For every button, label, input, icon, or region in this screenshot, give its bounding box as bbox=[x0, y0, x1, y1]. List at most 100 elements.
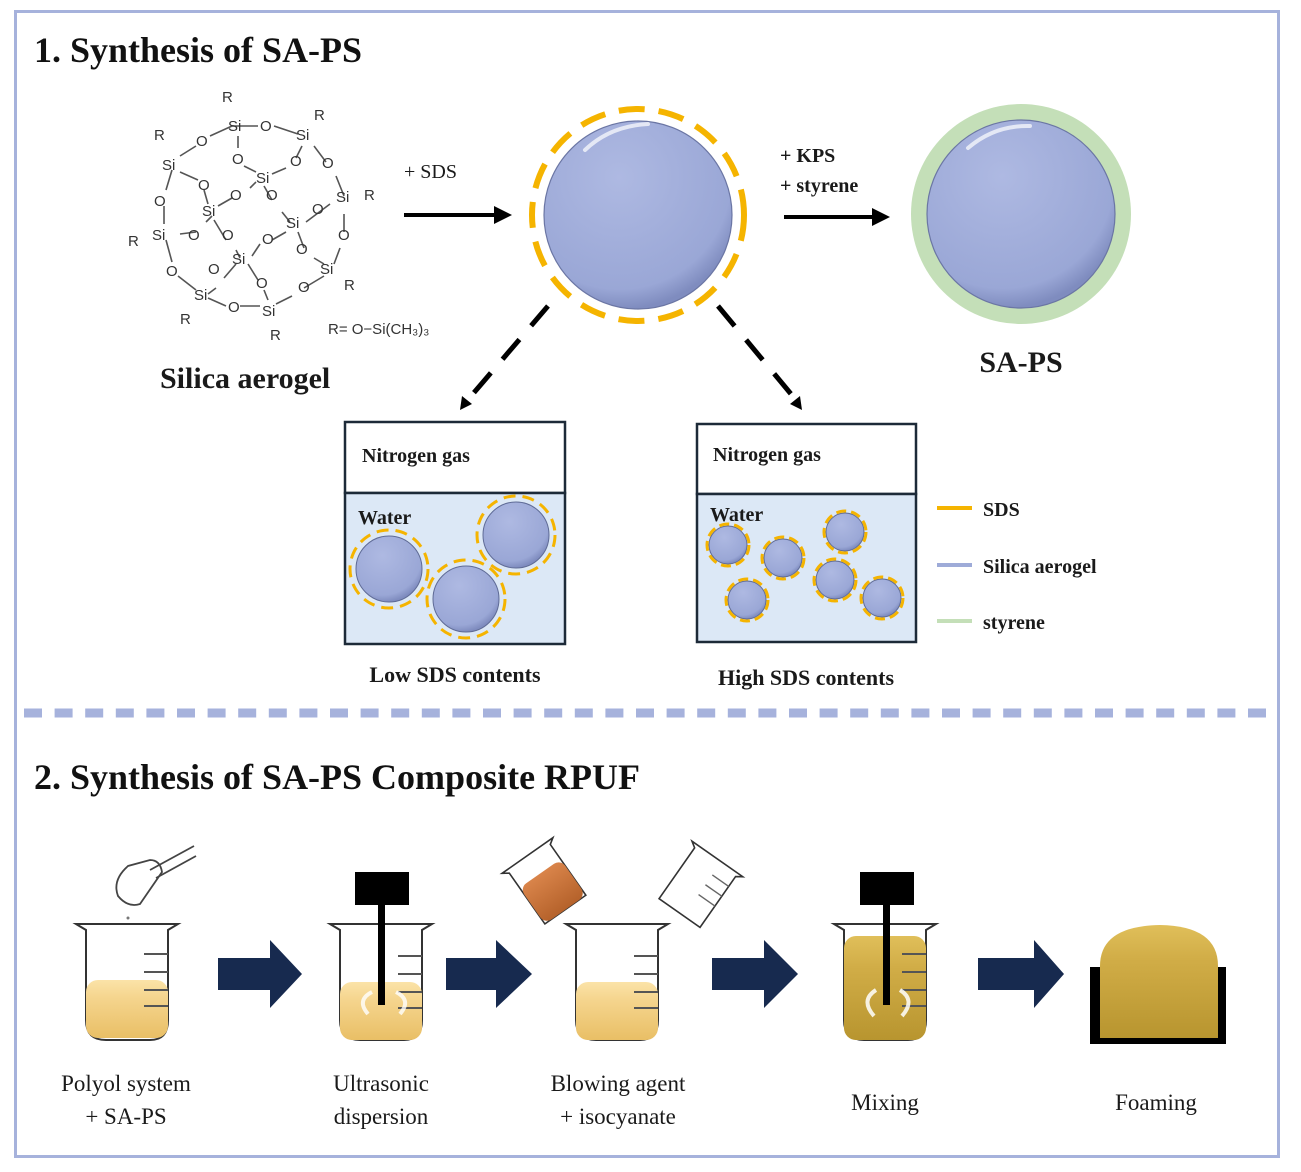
svg-text:O: O bbox=[196, 133, 208, 150]
svg-text:O: O bbox=[228, 299, 240, 316]
svg-text:O: O bbox=[338, 227, 350, 244]
sonicator-head bbox=[355, 872, 409, 905]
process-arrow-4 bbox=[978, 940, 1064, 1008]
silica-core bbox=[926, 119, 1116, 309]
svg-text:Si: Si bbox=[296, 127, 309, 144]
stirrer-shaft bbox=[883, 905, 890, 1005]
step-foaming-mold bbox=[1090, 925, 1226, 1044]
section2-title: 2. Synthesis of SA-PS Composite RPUF bbox=[34, 757, 640, 797]
water-label: Water bbox=[358, 507, 411, 529]
sds-reagent-label: + SDS bbox=[404, 161, 457, 183]
svg-text:Si: Si bbox=[256, 170, 269, 187]
isocyanate-beaker bbox=[499, 835, 587, 926]
step-label-1-line1: Polyol system bbox=[61, 1071, 191, 1096]
dashed-arrow-left-head bbox=[460, 396, 472, 410]
section1-title: 1. Synthesis of SA-PS bbox=[34, 30, 362, 70]
legend-label-silica: Silica aerogel bbox=[983, 556, 1097, 578]
svg-text:O: O bbox=[312, 201, 324, 218]
svg-text:O: O bbox=[290, 153, 302, 170]
low-sds-box: Nitrogen gas Water Low SDS contents bbox=[343, 420, 567, 687]
svg-text:R: R bbox=[364, 187, 375, 204]
step-mixing-beaker bbox=[830, 872, 940, 1041]
step-labels: Polyol system + SA-PS Ultrasonic dispers… bbox=[61, 1071, 1197, 1129]
high-sds-particles bbox=[705, 509, 905, 623]
svg-text:R: R bbox=[154, 127, 165, 144]
sds-coated-particle bbox=[529, 106, 747, 324]
svg-text:Si: Si bbox=[202, 203, 215, 220]
water-label: Water bbox=[710, 504, 763, 526]
svg-text:O: O bbox=[232, 151, 244, 168]
svg-text:O: O bbox=[222, 227, 234, 244]
low-sds-caption: Low SDS contents bbox=[369, 662, 541, 687]
r-group-definition: R= O−Si(CH₃)₃ bbox=[328, 321, 429, 338]
silica-particle bbox=[543, 120, 733, 310]
step-blowing-agent-beaker bbox=[499, 835, 746, 1041]
step-ultrasonic-beaker bbox=[326, 872, 436, 1041]
low-sds-particles bbox=[348, 494, 557, 640]
svg-text:R: R bbox=[344, 277, 355, 294]
step-polyol-beaker bbox=[72, 845, 197, 1041]
svg-text:Si: Si bbox=[286, 215, 299, 232]
svg-text:Si: Si bbox=[262, 303, 275, 320]
highlight bbox=[966, 123, 1032, 150]
rising-foam bbox=[1100, 925, 1218, 1038]
svg-text:O: O bbox=[166, 263, 178, 280]
silica-aerogel-label: Silica aerogel bbox=[160, 362, 330, 395]
svg-text:Si: Si bbox=[152, 227, 165, 244]
highlight bbox=[583, 122, 650, 152]
kps-reagent-label: + KPS bbox=[780, 145, 835, 167]
step-label-1-line2: + SA-PS bbox=[85, 1104, 166, 1129]
swirl-icon bbox=[360, 990, 373, 1016]
high-sds-box: Nitrogen gas Water High SDS contents bbox=[695, 422, 918, 690]
process-arrow-1 bbox=[218, 940, 302, 1008]
sa-ps-particle bbox=[911, 104, 1131, 324]
stirrer-motor bbox=[860, 872, 914, 905]
dashed-arrow-right bbox=[716, 304, 798, 402]
svg-text:R: R bbox=[128, 233, 139, 250]
gas-region bbox=[343, 420, 567, 495]
gas-label: Nitrogen gas bbox=[362, 445, 470, 467]
process-arrow-3 bbox=[712, 940, 798, 1008]
svg-text:O: O bbox=[230, 187, 242, 204]
svg-text:O: O bbox=[262, 231, 274, 248]
sds-layer bbox=[529, 106, 747, 324]
gas-label: Nitrogen gas bbox=[713, 444, 821, 466]
svg-text:O: O bbox=[208, 261, 220, 278]
step-label-4: Mixing bbox=[851, 1090, 919, 1115]
process-arrow-2 bbox=[446, 940, 532, 1008]
legend: SDS Silica aerogel styrene bbox=[937, 499, 1097, 634]
svg-text:O: O bbox=[256, 275, 268, 292]
step-label-2-line2: dispersion bbox=[334, 1104, 429, 1129]
polyol-liquid bbox=[86, 980, 168, 1038]
swirl-icon bbox=[898, 988, 911, 1018]
gas-region bbox=[695, 422, 918, 496]
swirl-icon bbox=[865, 988, 878, 1018]
styrene-reagent-label: + styrene bbox=[780, 175, 858, 197]
svg-text:Si: Si bbox=[320, 261, 333, 278]
graduation-marks bbox=[144, 953, 168, 1007]
svg-text:O: O bbox=[260, 118, 272, 135]
svg-text:O: O bbox=[266, 187, 278, 204]
svg-text:O: O bbox=[322, 155, 334, 172]
legend-label-sds: SDS bbox=[983, 499, 1020, 521]
legend-label-styrene: styrene bbox=[983, 612, 1045, 634]
step-label-5: Foaming bbox=[1115, 1090, 1197, 1115]
scoop-icon bbox=[115, 845, 197, 906]
polyol-liquid bbox=[576, 982, 658, 1040]
figure-frame bbox=[14, 10, 1280, 1158]
svg-text:R: R bbox=[270, 327, 281, 344]
step-label-3-line2: + isocyanate bbox=[560, 1104, 676, 1129]
sonicator-probe bbox=[378, 905, 385, 1005]
blowing-agent-beaker bbox=[657, 839, 746, 929]
svg-text:O: O bbox=[154, 193, 166, 210]
sa-ps-label: SA-PS bbox=[979, 346, 1062, 379]
svg-text:O: O bbox=[198, 177, 210, 194]
dashed-arrow-right-head bbox=[790, 396, 802, 410]
svg-text:R: R bbox=[180, 311, 191, 328]
svg-text:O: O bbox=[298, 279, 310, 296]
svg-text:Si: Si bbox=[336, 189, 349, 206]
atom-labels: R Si O Si R O O O R Si O O Si O O O Si R… bbox=[128, 89, 375, 344]
svg-text:O: O bbox=[188, 227, 200, 244]
svg-text:Si: Si bbox=[194, 287, 207, 304]
